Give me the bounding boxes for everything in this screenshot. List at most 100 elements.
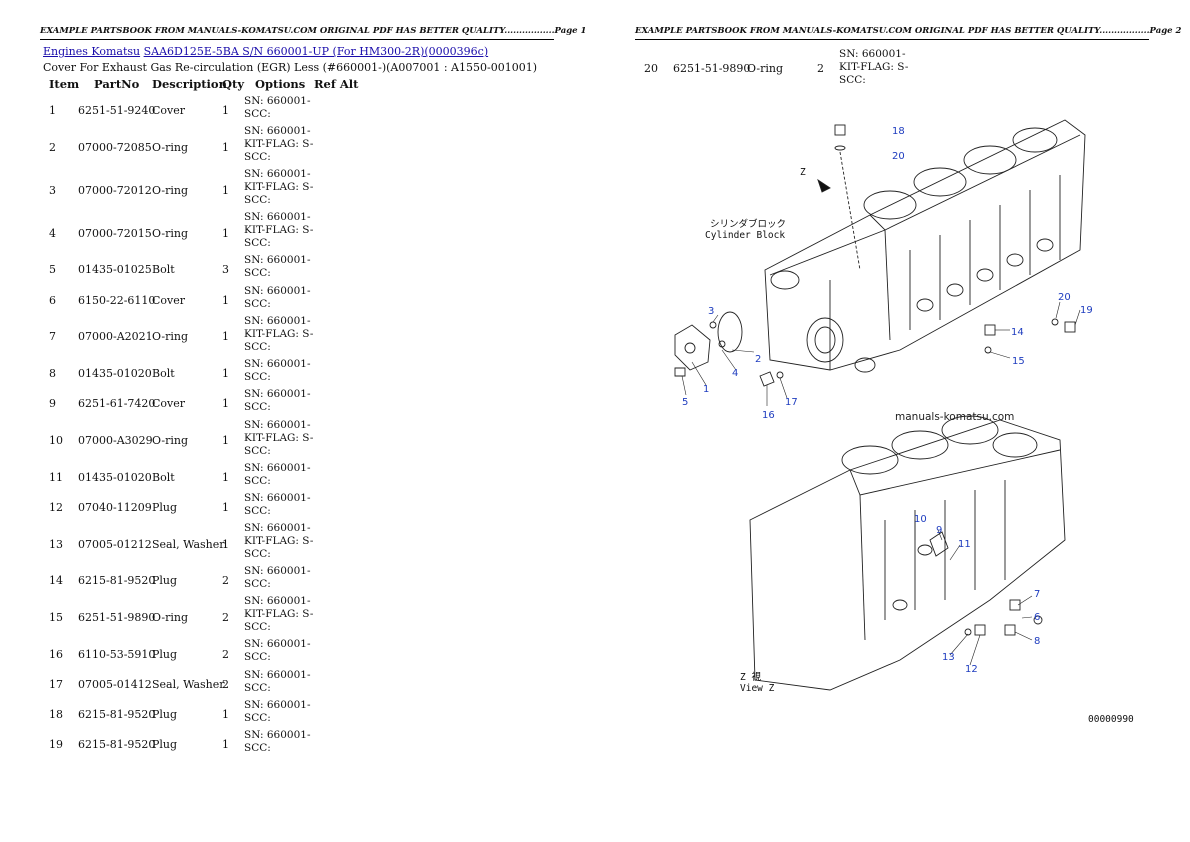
row-options: SN: 660001- SCC: [244,491,311,517]
page-1: EXAMPLE PARTSBOOK FROM MANUALS-KOMATSU.C… [40,26,587,754]
row-qty: 2 [222,574,229,588]
row-options: SN: 660001- SCC: [244,668,311,694]
row-item: 16 [49,647,63,661]
row-partno: 07040-11209 [78,500,152,514]
view-z-arrow-icon [817,178,831,193]
row-partno: 07000-A3029 [78,434,153,447]
figure-code: 00000990 [1088,714,1134,725]
row-item: 10 [49,434,63,447]
row-description: Plug [152,738,178,752]
callout-3: 3 [708,306,714,317]
row-description: O-ring [747,62,784,75]
row-options: SN: 660001- KIT-FLAG: S- SCC: [244,314,314,353]
callout-leaders [681,301,1081,666]
page-header: EXAMPLE PARTSBOOK FROM MANUALS-KOMATSU.C… [635,26,1182,36]
row-item: 3 [49,183,56,197]
row-item: 8 [49,367,56,381]
page-subtitle: Cover For Exhaust Gas Re-circulation (EG… [43,61,537,74]
col-description: Description [152,77,227,91]
callout-2: 2 [755,354,761,365]
header-rule [635,39,1149,40]
row-partno: 6251-61-7420 [78,397,156,411]
callout-18: 18 [892,126,905,137]
exploded-parts-diagram: Z シリンダブロック Cylinder Block manuals-komats… [674,119,1134,725]
col-item: Item [49,77,80,91]
watermark-text: manuals-komatsu.com [895,411,1014,423]
row-partno: 07000-72015 [78,226,152,240]
row-qty: 1 [222,140,229,154]
row-description: Plug [152,574,178,588]
callout-11: 11 [958,539,971,550]
plug-18 [834,124,861,271]
view-marker: Z [800,167,806,178]
row-qty: 3 [222,263,229,277]
callout-9: 9 [936,525,942,536]
callout-7: 7 [1034,589,1040,600]
callout-12: 12 [965,664,978,675]
row-qty: 2 [222,647,229,661]
callout-16: 16 [762,410,775,421]
breadcrumb: Engines Komatsu SAA6D125E-5BA S/N 660001… [43,45,488,58]
row-partno: 6251-51-9890 [78,610,156,624]
row-options: SN: 660001- KIT-FLAG: S- SCC: [244,168,314,207]
row-item: 13 [49,537,63,551]
block-label-jp: シリンダブロック [710,218,786,230]
col-ref-alt: Ref Alt [314,77,359,91]
row-qty: 1 [222,367,229,381]
row-item: 1 [49,104,56,118]
row-item: 11 [49,470,63,484]
row-qty: 1 [222,397,229,411]
row-description: Bolt [152,263,175,277]
view-z-label: Z 視 [740,671,761,683]
row-partno: 6251-51-9240 [78,104,156,118]
cylinder-block-lower [749,415,1066,691]
callout-5: 5 [682,397,688,408]
row-item: 7 [49,330,56,344]
callout-14: 14 [1011,327,1024,338]
row-partno: 07000-72085 [78,140,152,154]
plug-14-and-19 [984,318,1076,354]
breadcrumb-link-model[interactable]: SAA6D125E-5BA S/N 660001-UP (For HM300-2… [143,45,489,58]
row-partno: 07000-72012 [78,183,152,197]
row-options: SN: 660001- SCC: [244,388,311,414]
row-qty: 2 [222,677,229,691]
row-options: SN: 660001- SCC: [244,284,311,310]
callout-13: 13 [942,652,955,663]
page-header: EXAMPLE PARTSBOOK FROM MANUALS-KOMATSU.C… [40,26,587,36]
row-partno: 07005-01212 [78,537,152,551]
page-2: EXAMPLE PARTSBOOK FROM MANUALS-KOMATSU.C… [595,0,1190,842]
row-options: SN: 660001- KIT-FLAG: S- SCC: [839,48,909,86]
row-qty: 1 [222,293,229,307]
row-item: 12 [49,500,63,514]
row-item: 14 [49,574,63,588]
row-item: 19 [49,738,63,752]
breadcrumb-link-engines[interactable]: Engines Komatsu [43,45,141,58]
row-item: 2 [49,140,56,154]
row-description: Bolt [152,470,175,484]
row-options: SN: 660001- SCC: [244,357,311,383]
row-description: O-ring [152,183,189,197]
table-header: Item PartNo Description Qty Options Ref … [43,77,373,91]
callout-4: 4 [732,368,738,379]
row-partno: 01435-01020 [78,367,152,381]
row-description: O-ring [152,140,189,154]
row-item: 9 [49,397,56,411]
row-partno: 6215-81-9520 [78,708,156,722]
row-description: Seal, Washer [152,677,225,691]
row-item: 5 [49,263,56,277]
callout-8: 8 [1034,636,1040,647]
row-qty: 1 [222,104,229,118]
row-options: SN: 660001- SCC: [244,565,311,591]
